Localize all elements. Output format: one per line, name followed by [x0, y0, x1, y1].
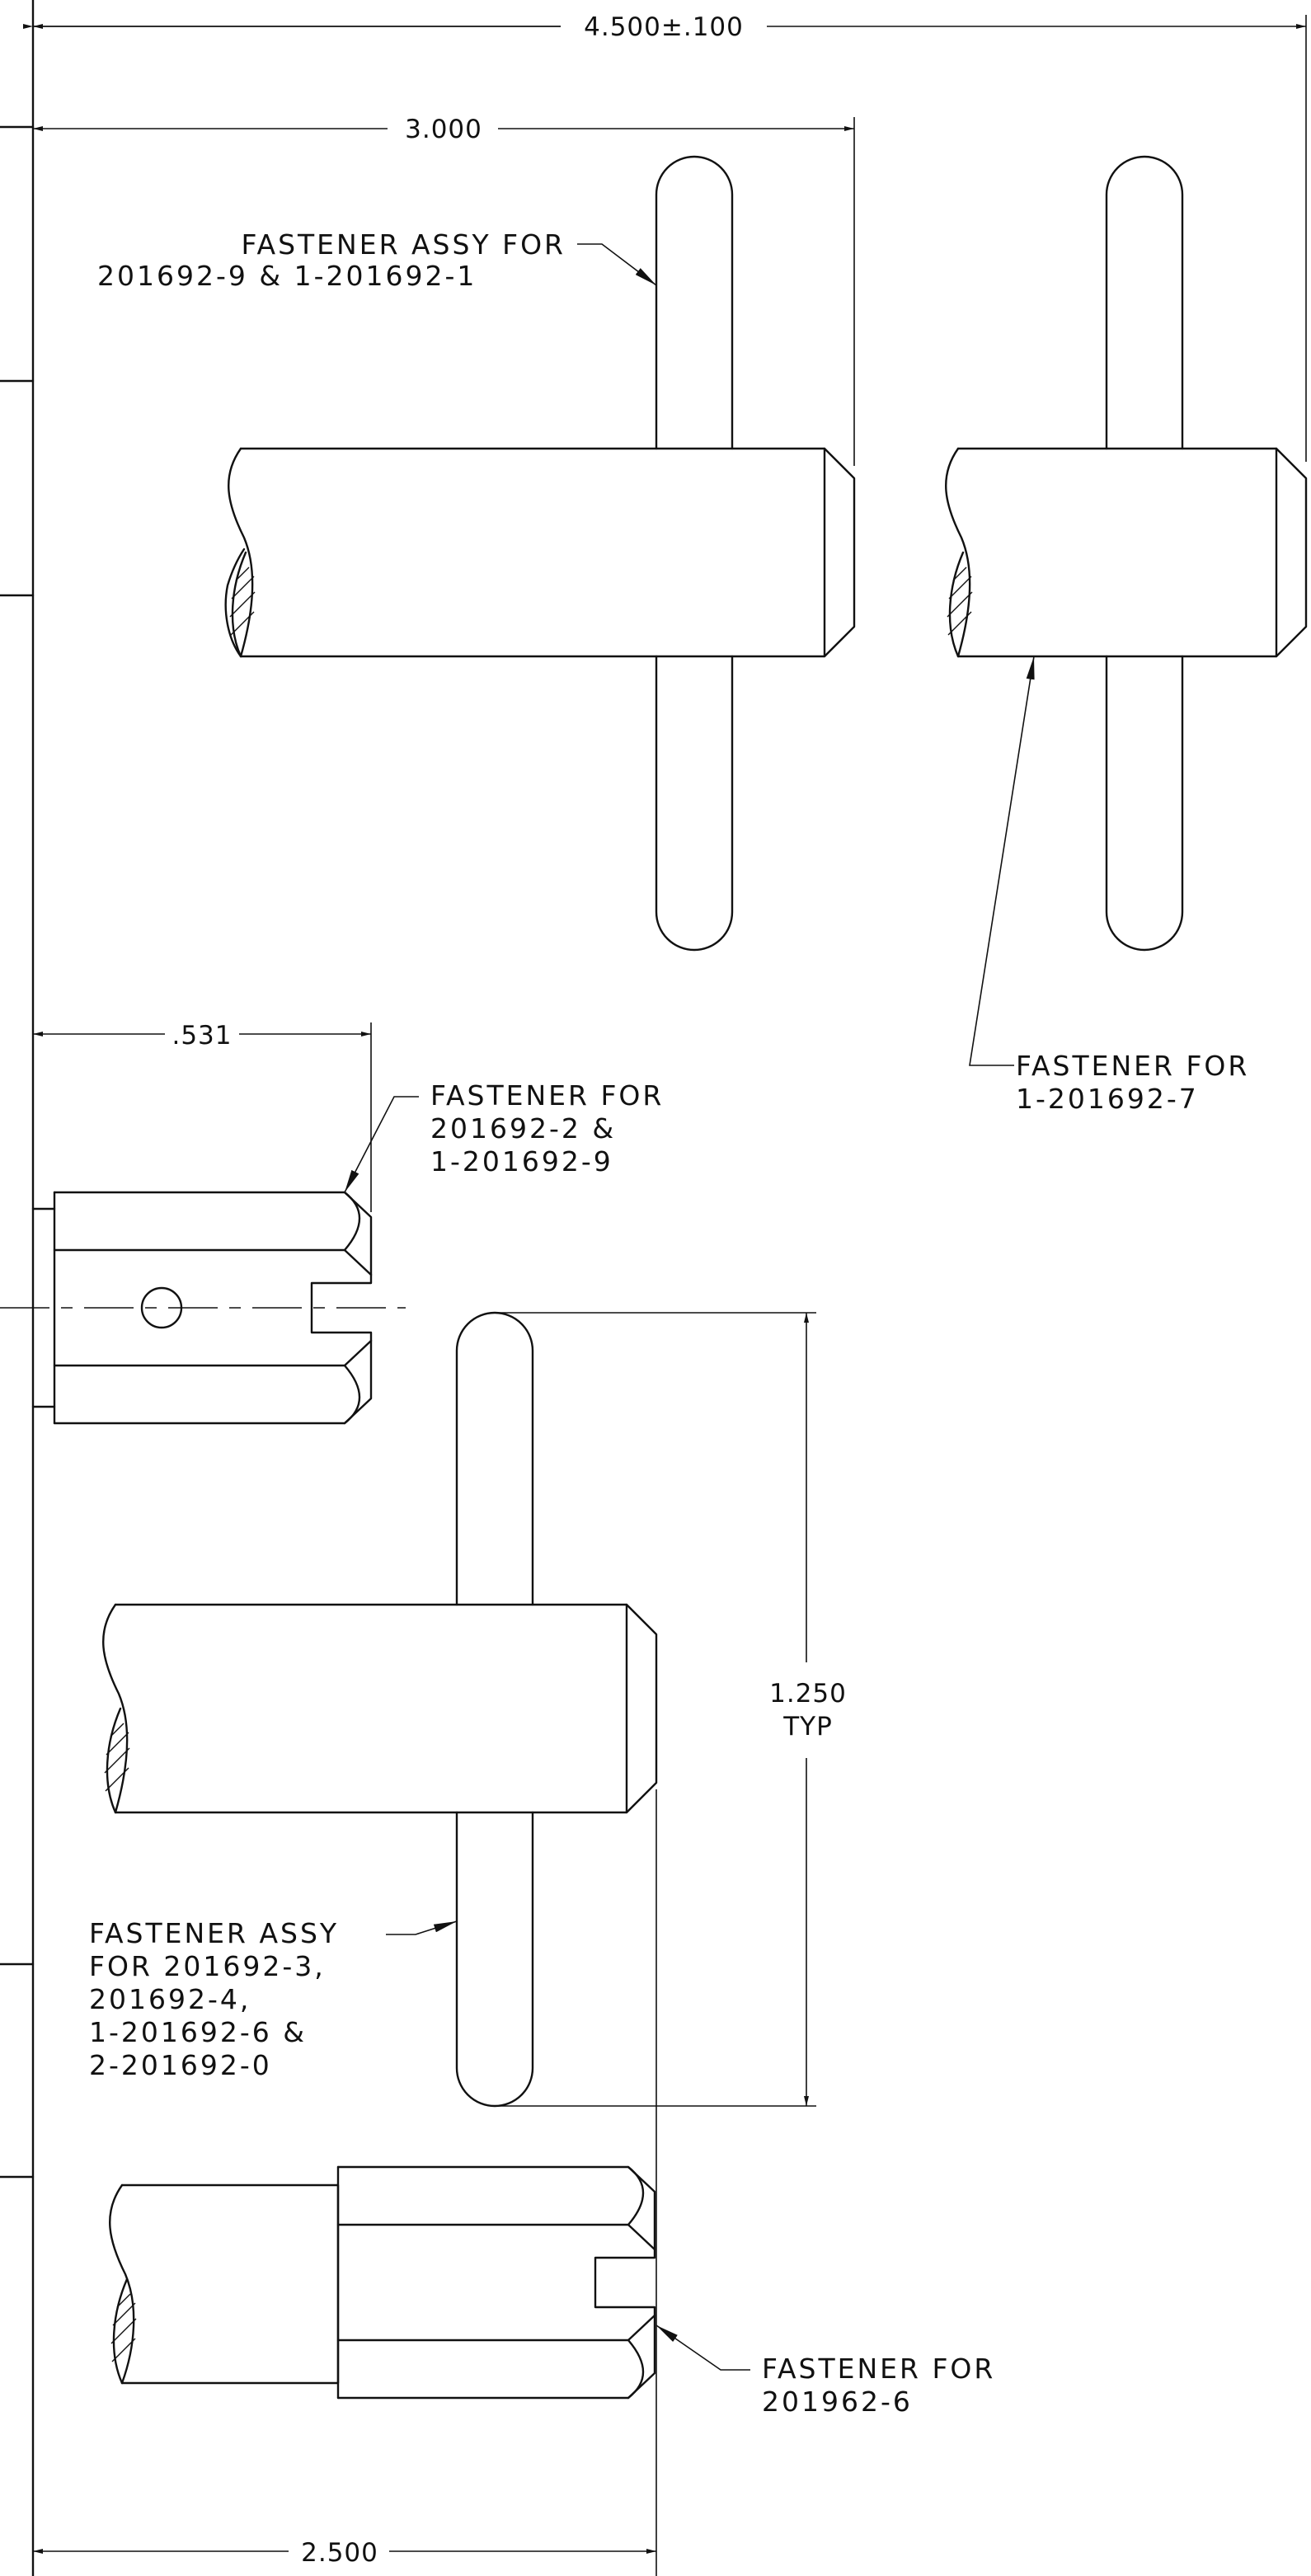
dimension-pin-length: 1.250 TYP	[495, 1312, 847, 2107]
dimension-lower-spacing: 2.500	[33, 2538, 656, 2568]
dimension-overall: 4.500±.100	[23, 12, 1307, 462]
note-2-line-2: 1-201692-7	[1016, 1083, 1199, 1115]
slotted-fastener-bottom	[109, 1789, 657, 2576]
note-2-line-1: FASTENER FOR	[1016, 1050, 1249, 1082]
left-border	[0, 0, 35, 2576]
note-fastener-5: FASTENER FOR 201962-6	[656, 2325, 995, 2418]
dim-pin-length-label: 1.250	[769, 1679, 847, 1709]
note-4-line-1: FASTENER ASSY	[89, 1917, 339, 1949]
fastener-upper-right	[945, 155, 1308, 952]
note-fastener-assy-1: FASTENER ASSY FOR 201692-9 & 1-201692-1	[97, 228, 657, 292]
note-fastener-assy-4: FASTENER ASSY FOR 201692-3, 201692-4, 1-…	[89, 1917, 458, 2081]
dim-pin-length-typ: TYP	[782, 1712, 833, 1742]
note-3-line-3: 1-201692-9	[430, 1145, 613, 1178]
note-5-line-2: 201962-6	[762, 2386, 913, 2418]
dim-lower-spacing-label: 2.500	[301, 2538, 378, 2568]
note-4-line-5: 2-201692-0	[89, 2049, 272, 2081]
note-5-line-1: FASTENER FOR	[762, 2353, 995, 2385]
note-4-line-2: FOR 201692-3,	[89, 1950, 326, 1982]
slotted-fastener-side-view	[0, 1191, 406, 1425]
note-4-line-4: 1-201692-6 &	[89, 2016, 307, 2048]
note-fastener-3: FASTENER FOR 201692-2 & 1-201692-9	[344, 1079, 664, 1193]
fastener-assy-upper-left	[224, 155, 856, 952]
note-1-line-1: FASTENER ASSY FOR	[242, 228, 566, 261]
note-3-line-1: FASTENER FOR	[430, 1079, 664, 1112]
note-fastener-2: FASTENER FOR 1-201692-7	[969, 656, 1249, 1115]
note-4-line-3: 201692-4,	[89, 1983, 251, 2015]
note-3-line-2: 201692-2 &	[430, 1112, 616, 1145]
note-1-line-2: 201692-9 & 1-201692-1	[97, 260, 477, 292]
dimension-slot-depth: .531	[33, 1021, 372, 1212]
dim-upper-spacing-label: 3.000	[405, 115, 482, 144]
dimension-upper-spacing: 3.000	[33, 115, 855, 466]
dim-overall-label: 4.500±.100	[584, 12, 744, 42]
dim-slot-depth-label: .531	[172, 1021, 232, 1051]
